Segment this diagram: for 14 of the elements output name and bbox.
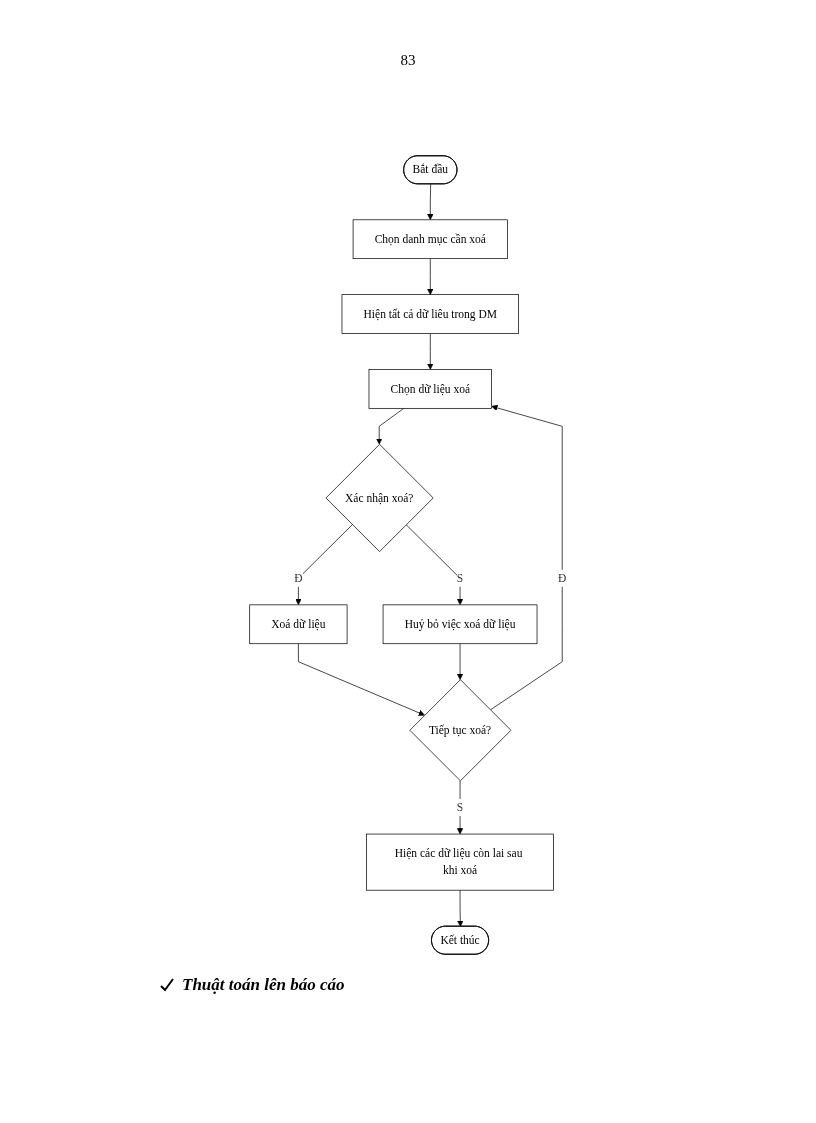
page-number: 83 xyxy=(399,52,417,69)
node-box: Xoá dữ liệu xyxy=(249,604,348,645)
node-box: Chọn danh mục cần xoá xyxy=(352,219,508,260)
note-text: Thuật toán lên báo cáo xyxy=(182,975,345,995)
edge-label: S xyxy=(456,571,464,584)
edge-label: S xyxy=(456,800,464,814)
node-box: Hiện tất cả dữ liêu trong DM xyxy=(341,294,519,334)
node-diamond: Xác nhận xoá? xyxy=(325,443,434,552)
node-diamond: Tiếp tục xoá? xyxy=(409,679,512,782)
node-box: Chọn dữ liệu xoá xyxy=(368,369,492,409)
edge-label: Đ xyxy=(294,571,303,584)
node-box: Huỷ bỏ việc xoá dữ liệu xyxy=(382,604,538,645)
node-box: Hiện các dữ liệu còn lai sau khi xoá xyxy=(366,833,554,891)
edge-label: Đ xyxy=(558,571,567,584)
